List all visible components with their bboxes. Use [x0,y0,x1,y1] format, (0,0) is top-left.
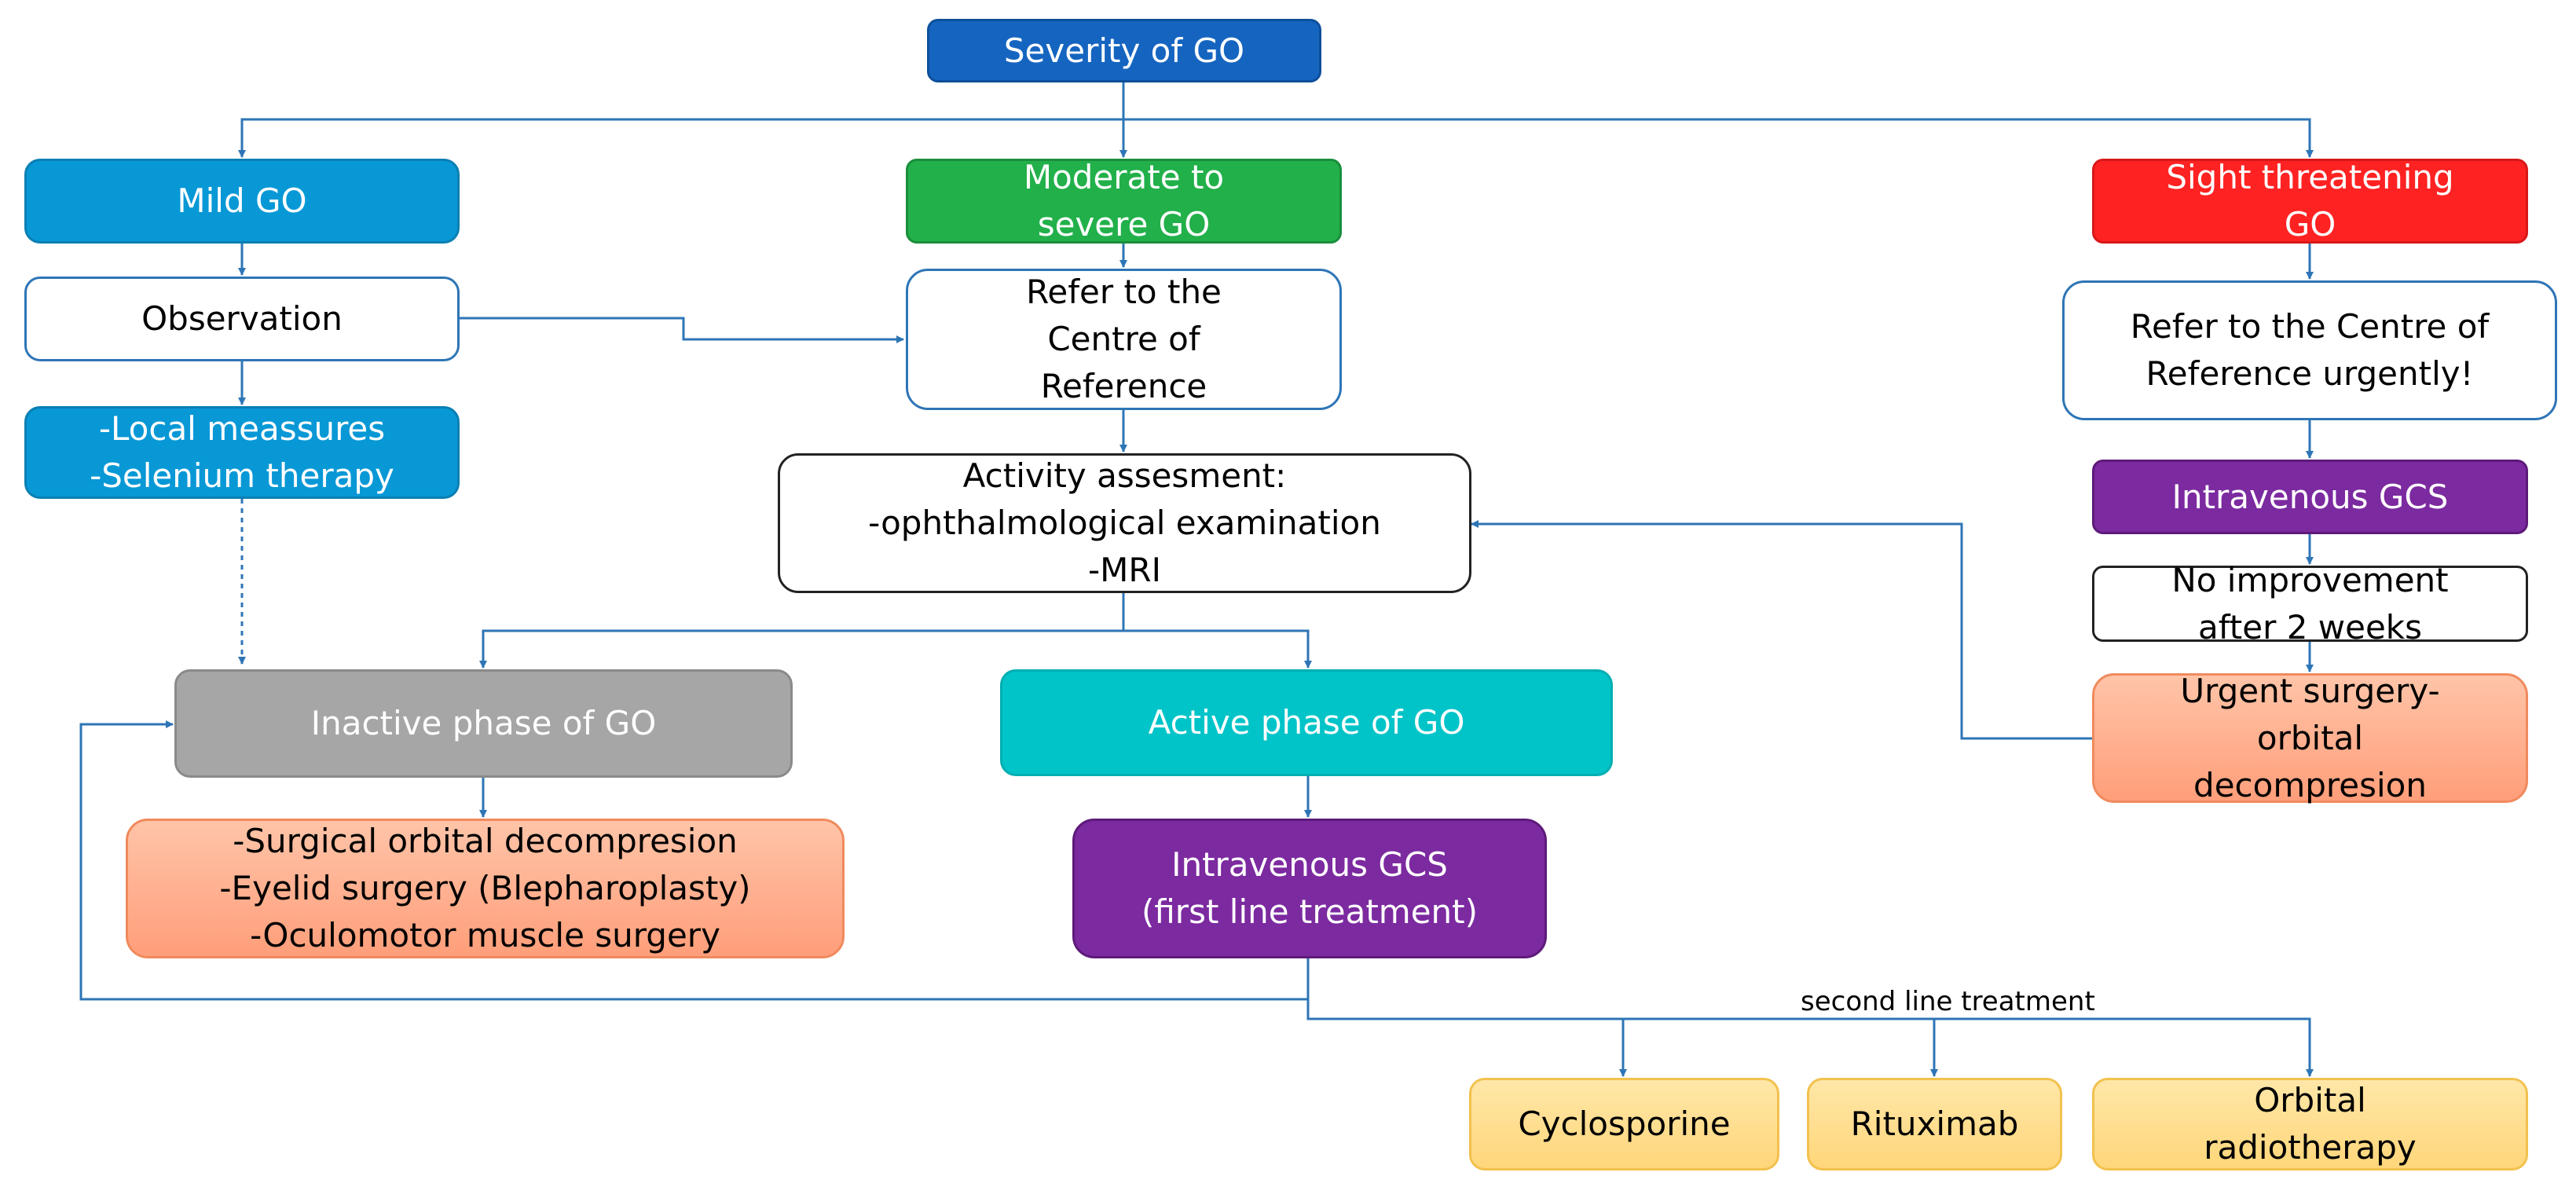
node-text-line: Reference [1040,367,1207,405]
node-text-line: Refer to the Centre of [2130,307,2490,346]
edge-ivgcs-inactive [79,720,1310,1001]
node-moderate: Moderate to severe GO [906,158,1342,244]
node-local: -Local meassures -Selenium therapy [24,406,460,499]
node-text-line: Urgent surgery- [2180,671,2440,710]
node-text-line: Cyclosporine [1518,1105,1731,1143]
node-text-line: Observation [141,299,343,338]
edge-severity-mild [238,118,1123,158]
node-surgical: -Surgical orbital decompresion -Eyelid su… [126,819,845,958]
node-text-line: orbital [2256,718,2364,757]
edge-observation-refer [460,317,904,343]
node-urgent-surgery: Urgent surgery-orbital decompresion [2092,672,2528,804]
node-text-line: Reference urgently! [2145,354,2474,393]
edge-activity-split [479,593,1125,669]
node-activity: Activity assesment: -ophthalmological exa… [778,453,1471,593]
node-iv-gcs-right: Intravenous GCS [2092,460,2528,534]
node-text-line: Refer to the [1026,273,1222,311]
edge-activity-active [1123,629,1312,669]
node-text-line: Severity of GO [1003,31,1245,70]
node-text-line: Activity assesment: [962,456,1287,495]
node-text-line: Inactive phase of GO [310,704,657,742]
node-text-line: No improvement [2171,560,2449,599]
node-text-line: severe GO [1037,205,1211,244]
node-text-line: -Surgical orbital decompresion [233,822,738,860]
node-text-line: -Selenium therapy [90,456,394,495]
node-text-line: -ophthalmological examination [868,504,1381,542]
node-rituximab: Rituximab [1807,1078,2062,1171]
edge-severity-sight [1123,118,2314,158]
label-second-line: second line treatment [1801,986,2095,1017]
node-text-line: Mild GO [177,181,307,220]
node-text-line: Rituximab [1850,1105,2019,1143]
node-cyclosporine: Cyclosporine [1469,1078,1779,1171]
node-text-line: (first line treatment) [1141,892,1479,931]
node-inactive: Inactive phase of GO [174,669,793,778]
node-text-line: GO [2284,205,2336,244]
node-iv-gcs-first: Intravenous GCS (first line treatment) [1072,819,1547,958]
node-text-line: Moderate to [1023,158,1225,196]
node-text-line: Intravenous GCS [1171,845,1448,884]
node-text-line: decompresion [2193,765,2427,804]
node-radiotherapy: Orbital radiotherapy [2092,1078,2528,1171]
edge-surgery-activity [1471,520,2092,740]
node-text-line: Orbital [2254,1081,2366,1119]
node-refer-urgent: Refer to the Centre of Reference urgently… [2062,280,2557,420]
node-text-line: -MRI [1088,551,1161,589]
node-text-line: Active phase of GO [1148,703,1465,742]
node-text-line: radiotherapy [2204,1128,2417,1167]
node-text-line: Intravenous GCS [2171,477,2449,516]
node-text-line: Centre of [1047,320,1200,358]
node-active: Active phase of GO [1000,669,1613,776]
node-text-line: -Eyelid surgery (Blepharoplasty) [219,869,751,907]
node-no-improvement: No improvement after 2 weeks [2092,561,2528,647]
node-text-line: -Oculomotor muscle surgery [250,916,720,954]
node-severity: Severity of GO [927,19,1321,82]
node-text-line: -Local meassures [98,409,386,448]
node-text-line: Sight threatening [2166,158,2454,196]
node-observation: Observation [24,277,460,361]
node-text-line: after 2 weeks [2197,607,2423,647]
edge-second-line [1306,999,2314,1077]
node-mild: Mild GO [24,159,460,244]
